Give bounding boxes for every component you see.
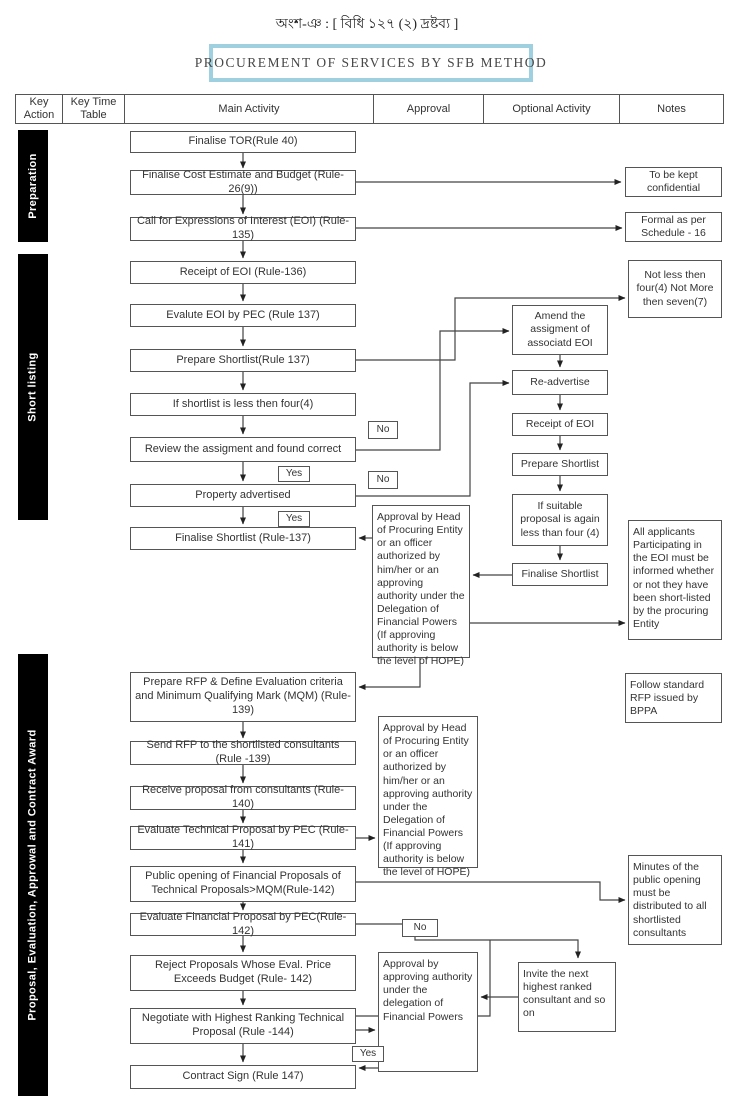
flow-box-finalise-tor: Finalise TOR(Rule 40) bbox=[130, 131, 356, 153]
phase-bar-short-listing: Short listing bbox=[18, 254, 48, 520]
phase-bar-preparation: Preparation bbox=[18, 130, 48, 242]
column-header-key-time-table: Key Time Table bbox=[62, 94, 125, 124]
note-box-minutes: Minutes of the public opening must be di… bbox=[628, 855, 722, 945]
optional-box-receipt-eoi: Receipt of EOI bbox=[512, 413, 608, 436]
flow-box-shortlist-less-four: If shortlist is less then four(4) bbox=[130, 393, 356, 416]
note-box-inform-applicants: All applicants Participating in the EOI … bbox=[628, 520, 722, 640]
optional-box-invite-next-ranked: Invite the next highest ranked consultan… bbox=[518, 962, 616, 1032]
column-header-notes: Notes bbox=[619, 94, 724, 124]
decision-label-no: No bbox=[368, 421, 398, 439]
phase-label: Preparation bbox=[27, 153, 39, 219]
flow-box-properly-advertised: Property advertised bbox=[130, 484, 356, 507]
decision-label-yes: Yes bbox=[352, 1046, 384, 1062]
optional-box-prepare-shortlist: Prepare Shortlist bbox=[512, 453, 608, 476]
flow-box-prepare-rfp: Prepare RFP & Define Evaluation criteria… bbox=[130, 672, 356, 722]
page-title-box: PROCUREMENT OF SERVICES BY SFB METHOD bbox=[195, 44, 546, 82]
flow-box-receipt-eoi: Receipt of EOI (Rule-136) bbox=[130, 261, 356, 284]
flow-box-send-rfp: Send RFP to the shortlisted consultants … bbox=[130, 739, 356, 765]
flow-box-contract-sign: Contract Sign (Rule 147) bbox=[130, 1065, 356, 1089]
approval-box-hope-shortlist: Approval by Head of Procuring Entity or … bbox=[372, 505, 470, 667]
optional-box-readvertise: Re-advertise bbox=[512, 370, 608, 395]
bengali-caption: অংশ-ঞ : [ বিধি ১২৭ (২) দ্রষ্টব্য ] bbox=[275, 17, 459, 32]
note-box-four-to-seven: Not less then four(4) Not More then seve… bbox=[628, 260, 722, 318]
flow-box-evaluate-technical: Evaluate Technical Proposal by PEC (Rule… bbox=[130, 824, 356, 850]
page-title: PROCUREMENT OF SERVICES BY SFB METHOD bbox=[194, 55, 548, 70]
flow-box-prepare-shortlist: Prepare Shortlist(Rule 137) bbox=[130, 349, 356, 372]
optional-box-amend-assignment: Amend the assigment of associatd EOI bbox=[512, 305, 608, 355]
flow-box-evaluate-eoi: Evalute EOI by PEC (Rule 137) bbox=[130, 304, 356, 327]
approval-box-delegation: Approval by approving authority under th… bbox=[378, 952, 478, 1072]
flow-box-evaluate-financial: Evaluate Financial Proposal by PEC(Rule-… bbox=[130, 911, 356, 937]
note-box-schedule-format: Formal as per Schedule - 16 bbox=[625, 212, 722, 242]
flow-box-call-eoi: Call for Expressions of Interest (EOI) (… bbox=[130, 215, 356, 241]
approval-box-hope-rfp: Approval by Head of Procuring Entity or … bbox=[378, 716, 478, 878]
column-header-key-action: Key Action bbox=[15, 94, 63, 124]
flow-box-negotiate: Negotiate with Highest Ranking Technical… bbox=[130, 1008, 356, 1044]
decision-label-no: No bbox=[368, 471, 398, 489]
decision-label-no: No bbox=[402, 919, 438, 937]
decision-label-yes: Yes bbox=[278, 511, 310, 527]
phase-label: Short listing bbox=[27, 352, 39, 422]
flow-box-finalise-shortlist: Finalise Shortlist (Rule-137) bbox=[130, 527, 356, 550]
note-box-standard-rfp: Follow standard RFP issued by BPPA bbox=[625, 673, 722, 723]
flow-box-cost-estimate: Finalise Cost Estimate and Budget (Rule-… bbox=[130, 169, 356, 195]
optional-box-finalise-shortlist: Finalise Shortlist bbox=[512, 563, 608, 586]
flow-box-receive-proposal: Receive proposal from consultants (Rule-… bbox=[130, 784, 356, 810]
column-header-approval: Approval bbox=[373, 94, 484, 124]
phase-label: Proposal, Evaluation, Approwal and Contr… bbox=[27, 729, 39, 1021]
note-box-confidential: To be kept confidential bbox=[625, 167, 722, 197]
phase-bar-proposal-evaluation-award: Proposal, Evaluation, Approwal and Contr… bbox=[18, 654, 48, 1096]
decision-label-yes: Yes bbox=[278, 466, 310, 482]
column-header-main-activity: Main Activity bbox=[124, 94, 374, 124]
flow-box-review-assignment: Review the assigment and found correct bbox=[130, 437, 356, 462]
flow-box-reject-proposals: Reject Proposals Whose Eval. Price Excee… bbox=[130, 955, 356, 991]
column-header-optional-activity: Optional Activity bbox=[483, 94, 620, 124]
flow-box-public-opening: Public opening of Financial Proposals of… bbox=[130, 866, 356, 902]
optional-box-suitable-less-four: If suitable proposal is again less than … bbox=[512, 494, 608, 546]
